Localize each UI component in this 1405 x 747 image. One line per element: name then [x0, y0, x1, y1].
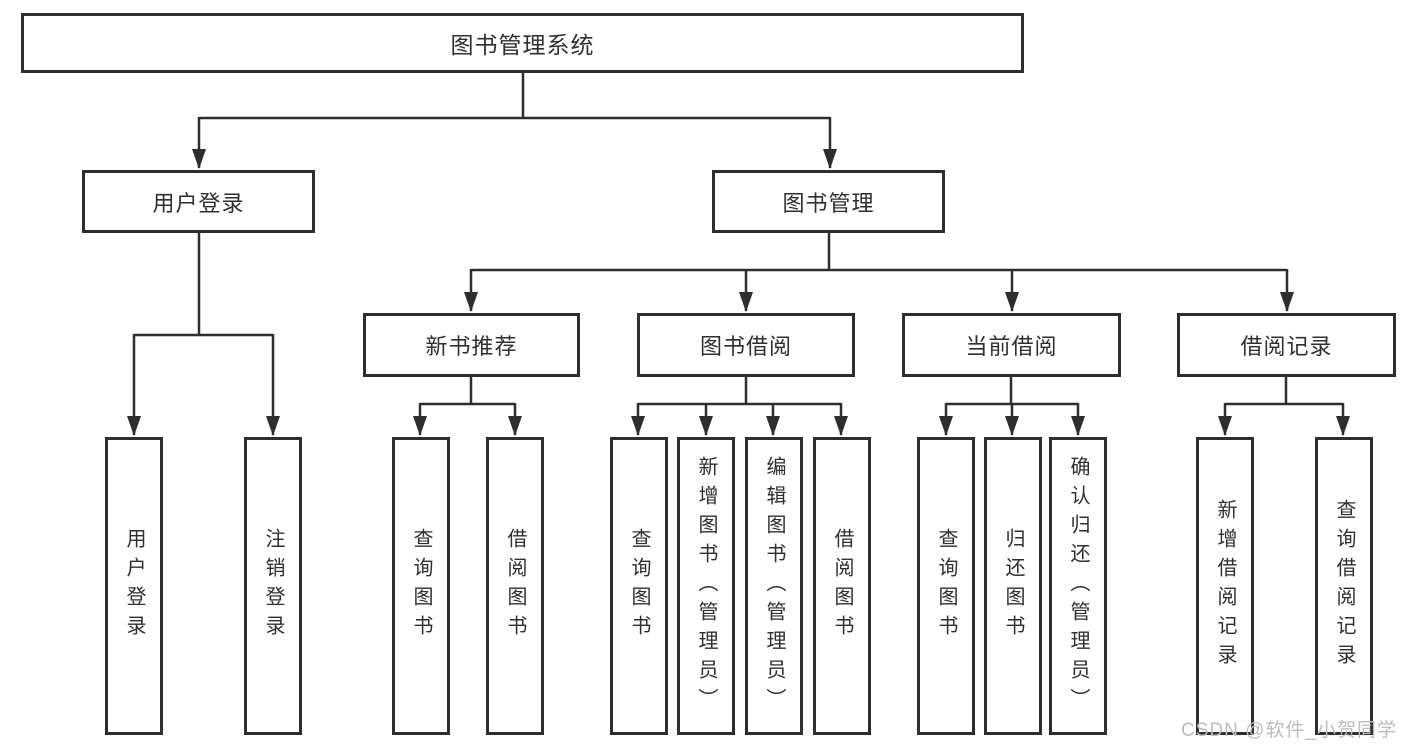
leaf-add-book-admin: 新增图书（管理员） — [677, 437, 735, 735]
node-user-login: 用户登录 — [82, 170, 315, 233]
node-book-borrowing: 图书借阅 — [637, 313, 855, 377]
leaf-confirm-return-admin: 确认归还（管理员） — [1049, 437, 1107, 735]
leaf-borrow-books-recommend: 借阅图书 — [486, 437, 544, 735]
leaf-logout: 注销登录 — [244, 437, 302, 735]
watermark: CSDN @软件_小贺同学 — [1181, 720, 1397, 741]
node-borrowing-records: 借阅记录 — [1177, 313, 1396, 377]
leaf-query-books-recommend: 查询图书 — [392, 437, 450, 735]
node-book-management: 图书管理 — [712, 170, 945, 233]
leaf-query-books-current: 查询图书 — [917, 437, 975, 735]
leaf-edit-book-admin: 编辑图书（管理员） — [745, 437, 803, 735]
leaf-borrow-books-borrowing: 借阅图书 — [813, 437, 871, 735]
leaf-user-login: 用户登录 — [105, 437, 163, 735]
node-library-management-system: 图书管理系统 — [21, 13, 1024, 73]
leaf-add-borrow-record: 新增借阅记录 — [1196, 437, 1254, 735]
node-current-borrowing: 当前借阅 — [902, 313, 1121, 377]
node-new-book-recommend: 新书推荐 — [363, 313, 580, 377]
leaf-query-borrow-record: 查询借阅记录 — [1315, 437, 1373, 735]
leaf-query-books-borrowing: 查询图书 — [610, 437, 668, 735]
leaf-return-book: 归还图书 — [984, 437, 1042, 735]
